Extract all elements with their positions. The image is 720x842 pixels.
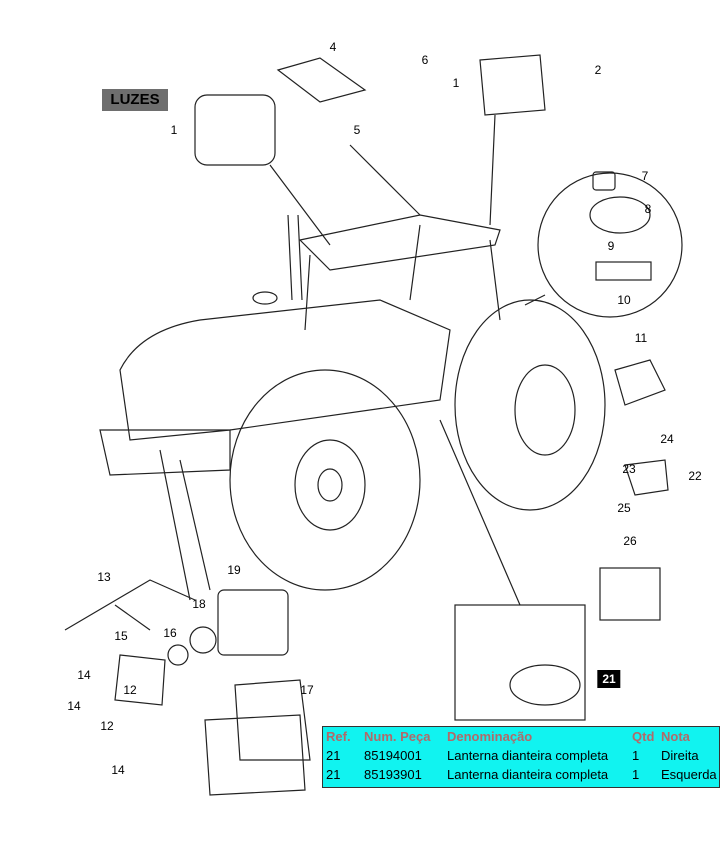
parts-table: Ref. Num. Peça Denominação Qtd Nota 21 8… [322, 726, 720, 788]
header-ref: Ref. [326, 729, 351, 744]
callout-label: 6 [421, 53, 429, 67]
callout-label: 7 [641, 169, 649, 183]
callout-label: 14 [77, 668, 91, 682]
callout-label: 21 [597, 670, 621, 688]
callout-label: 14 [111, 763, 125, 777]
callout-label: 19 [227, 563, 241, 577]
table-row: 21 85193901 Lanterna dianteira completa … [323, 765, 719, 784]
callout-label: 12 [100, 719, 114, 733]
callout-label: 1 [170, 123, 178, 137]
callout-label: 1 [452, 76, 460, 90]
cell-note: Esquerda [661, 767, 717, 782]
header-part-number: Num. Peça [364, 729, 431, 744]
cell-qty: 1 [632, 767, 640, 782]
callout-label: 24 [660, 432, 674, 446]
callout-label: 9 [607, 239, 615, 253]
table-header: Ref. Num. Peça Denominação Qtd Nota [323, 727, 719, 746]
table-row: 21 85194001 Lanterna dianteira completa … [323, 746, 719, 765]
header-note: Nota [661, 729, 690, 744]
callout-label: 15 [114, 629, 128, 643]
cell-ref: 21 [326, 748, 341, 763]
callout-label: 17 [300, 683, 314, 697]
header-qty: Qtd [632, 729, 655, 744]
callout-label: 23 [622, 462, 636, 476]
callout-label: 2 [594, 63, 602, 77]
cell-description: Lanterna dianteira completa [447, 767, 609, 782]
callout-label: 11 [634, 331, 648, 345]
cell-description: Lanterna dianteira completa [447, 748, 609, 763]
section-title: LUZES [102, 89, 168, 111]
header-description: Denominação [447, 729, 533, 744]
callout-label: 16 [163, 626, 177, 640]
callout-label: 26 [623, 534, 637, 548]
cell-ref: 21 [326, 767, 341, 782]
callout-label: 14 [67, 699, 81, 713]
callout-label: 22 [688, 469, 702, 483]
callout-label: 18 [192, 597, 206, 611]
callout-label: 8 [644, 202, 652, 216]
callout-label: 13 [97, 570, 111, 584]
callout-label: 4 [329, 40, 337, 54]
cell-part-number: 85193901 [364, 767, 422, 782]
callout-label: 10 [617, 293, 631, 307]
callout-label: 12 [123, 683, 137, 697]
cell-note: Direita [661, 748, 699, 763]
cell-qty: 1 [632, 748, 640, 763]
callout-label: 25 [617, 501, 631, 515]
cell-part-number: 85194001 [364, 748, 422, 763]
callout-label: 5 [353, 123, 361, 137]
